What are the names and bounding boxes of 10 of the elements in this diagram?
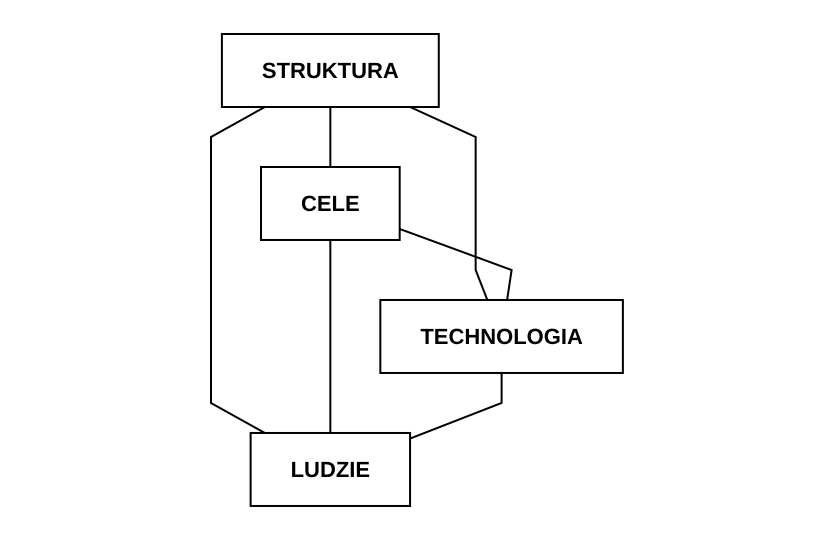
connector: [409, 106, 488, 300]
node-box: TECHNOLOGIA: [378, 298, 624, 374]
node-box: CELE: [260, 166, 400, 240]
node-box: STRUKTURA: [220, 32, 440, 108]
connector: [328, 240, 331, 432]
connector: [328, 106, 331, 166]
connector: [409, 372, 502, 439]
node-box: LUDZIE: [249, 432, 411, 506]
connector: [210, 106, 265, 434]
connector: [398, 228, 512, 300]
